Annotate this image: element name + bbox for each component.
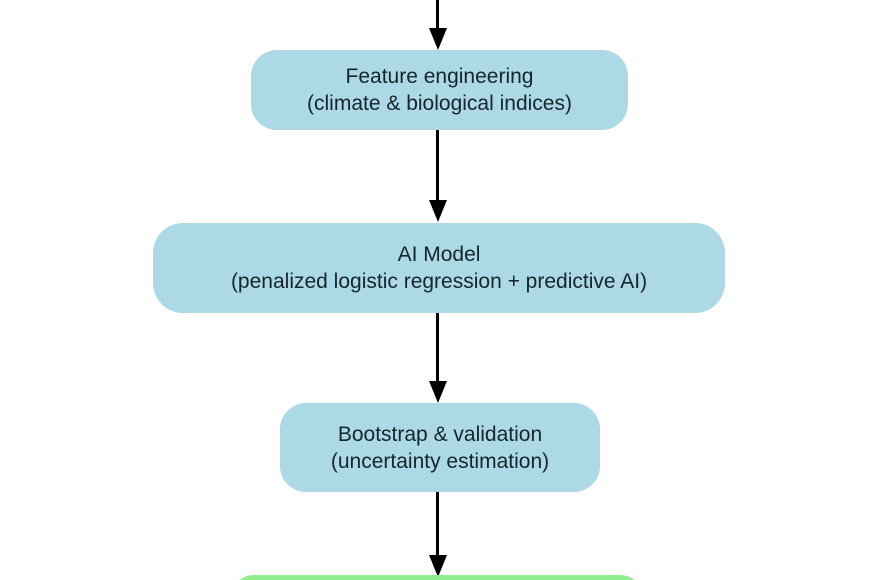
node-feature-engineering-subtitle: (climate & biological indices) <box>307 92 572 115</box>
arrow-down-connector-2-shaft <box>436 313 439 383</box>
arrow-down-connector-1-shaft <box>436 130 439 202</box>
arrow-down-connector-incoming-shaft <box>436 0 439 30</box>
node-next-partial-green <box>230 575 644 580</box>
arrow-down-connector-3-shaft <box>436 492 439 556</box>
arrow-down-icon-3 <box>429 555 447 577</box>
arrow-down-icon-incoming <box>429 28 447 50</box>
arrow-down-icon-2 <box>429 381 447 403</box>
node-feature-engineering-title: Feature engineering <box>345 65 534 88</box>
node-ai-model: AI Model (penalized logistic regression … <box>153 223 725 313</box>
node-ai-model-title: AI Model <box>397 243 481 266</box>
node-feature-engineering: Feature engineering (climate & biologica… <box>251 50 628 130</box>
node-bootstrap-validation-subtitle: (uncertainty estimation) <box>330 449 550 473</box>
node-bootstrap-validation-title: Bootstrap & validation <box>337 422 543 446</box>
node-ai-model-subtitle: (penalized logistic regression + predict… <box>230 270 648 293</box>
node-bootstrap-validation: Bootstrap & validation (uncertainty esti… <box>280 403 600 492</box>
arrow-down-icon-1 <box>429 200 447 222</box>
